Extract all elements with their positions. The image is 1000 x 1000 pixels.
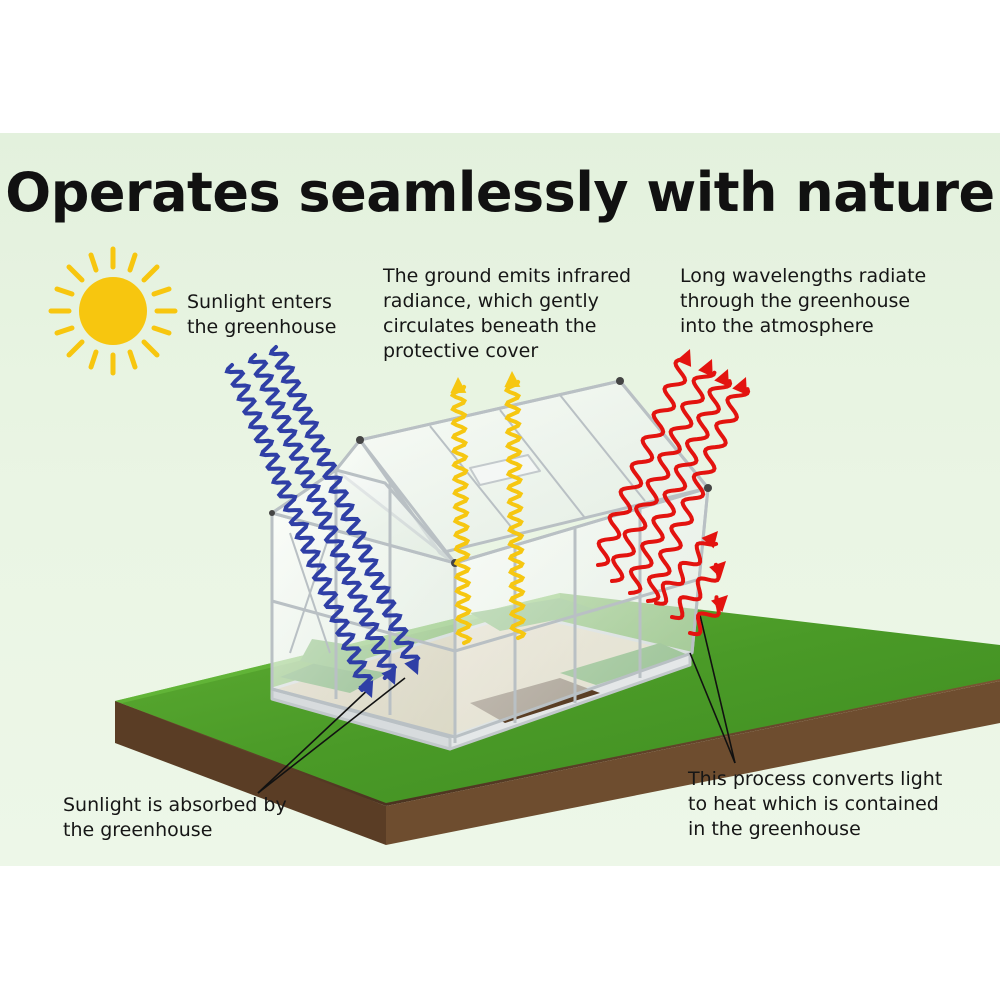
label-ground-emits: The ground emits infrared radiance, whic… [383, 265, 632, 362]
sunlight-wave-arrow-1 [224, 363, 374, 698]
heat-wave-arrow-5 [654, 531, 719, 606]
label-long-wavelengths: Long wavelengths radiate through the gre… [680, 265, 927, 337]
page-title: Operates seamlessly with nature [5, 161, 995, 224]
pointer-lines [257, 614, 736, 794]
label-absorbed: Sunlight is absorbed by the greenhouse [63, 794, 287, 841]
heat-wave-arrow-6 [670, 561, 726, 621]
heat-wave-arrow-7 [688, 595, 728, 637]
heat-wave-arrow-4 [646, 377, 751, 603]
label-sunlight-enters: Sunlight enters the greenhouse [187, 291, 337, 338]
heat-wave-arrow-1 [596, 349, 692, 567]
greenhouse-scene [48, 246, 1000, 845]
sun-icon [48, 246, 178, 376]
infographic-panel: Operates seamlessly with nature Sunlight… [0, 133, 1000, 866]
heat-wave-arrow-2 [610, 359, 717, 583]
label-converts-heat: This process converts light to heat whic… [688, 768, 943, 840]
infrared-wave-arrow-1 [449, 377, 473, 645]
heat-wave-arrow-3 [628, 369, 733, 595]
sunlight-wave-arrow-2 [247, 353, 398, 685]
infrared-wave-arrow-2 [503, 371, 527, 640]
sunlight-wave-arrow-3 [268, 345, 421, 675]
